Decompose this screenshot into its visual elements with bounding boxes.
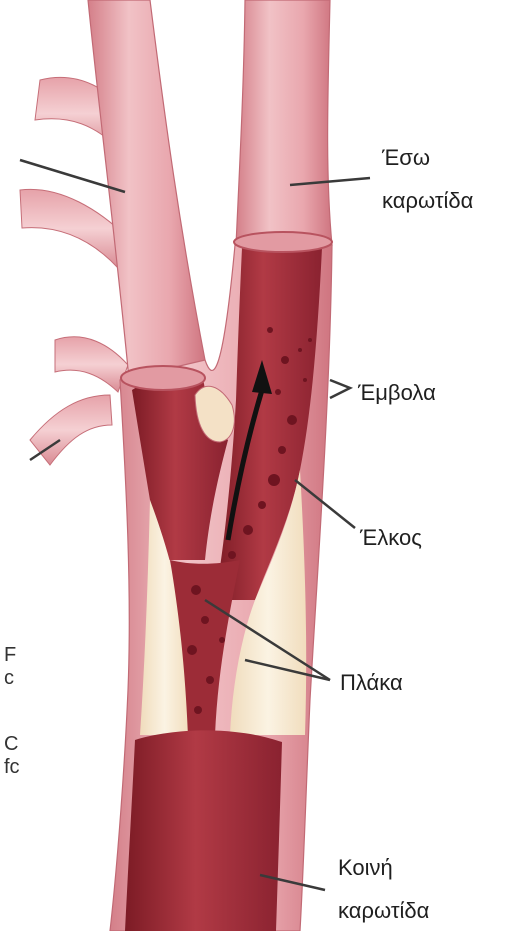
label-plaque: Πλάκα: [340, 670, 403, 695]
fragment-line2-b: fc: [4, 756, 20, 778]
labels: Έσω καρωτίδα Έμβολα Έλκος Πλάκα Κοινή κα…: [338, 145, 474, 923]
external-cut-ring: [121, 366, 205, 390]
internal-cut-ring: [234, 232, 332, 252]
external-carotid: [88, 0, 205, 390]
internal-carotid: [236, 0, 332, 245]
background-text-fragments: F c C fc: [4, 644, 20, 778]
label-ulcer: Έλκος: [359, 525, 422, 550]
fragment-line1-a: F: [4, 644, 16, 666]
label-internal-carotid-line2: καρωτίδα: [382, 188, 474, 213]
label-common-carotid-line2: καρωτίδα: [338, 898, 430, 923]
fragment-line1-b: c: [4, 667, 14, 689]
label-common-carotid-line1: Κοινή: [338, 855, 393, 880]
label-emboli: Έμβολα: [357, 380, 436, 405]
lumen-common: [125, 730, 282, 931]
label-internal-carotid-line1: Έσω: [381, 145, 430, 170]
fragment-line2-a: C: [4, 733, 18, 755]
